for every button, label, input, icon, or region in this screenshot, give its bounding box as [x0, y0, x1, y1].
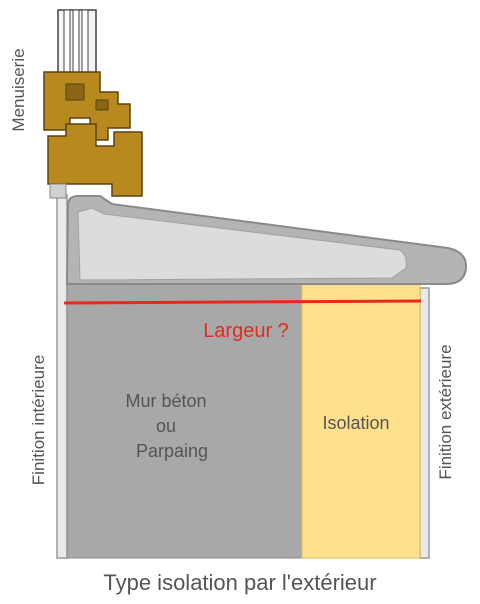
wall-label-line-1: Mur béton [125, 391, 206, 411]
window-sill-inner [77, 207, 407, 281]
interior-finish-strip [56, 194, 68, 559]
caption: Type isolation par l'extérieur [103, 570, 376, 595]
window-frame [43, 9, 143, 199]
insulation-label: Isolation [322, 413, 389, 433]
menuiserie-label: Menuiserie [9, 48, 28, 131]
wall-label-line-2: ou [156, 416, 176, 436]
width-question-label: Largeur ? [203, 320, 289, 342]
insulation-layer [301, 283, 421, 559]
exterior-finish-strip [419, 287, 430, 559]
concrete-wall [66, 283, 303, 559]
interior-finish-label: Finition intérieure [29, 355, 48, 485]
wall-label-line-3: Parpaing [136, 441, 208, 461]
insulation-texture [314, 319, 406, 536]
width-measure-line [63, 299, 422, 305]
exterior-finish-label: Finition extérieure [436, 344, 455, 479]
